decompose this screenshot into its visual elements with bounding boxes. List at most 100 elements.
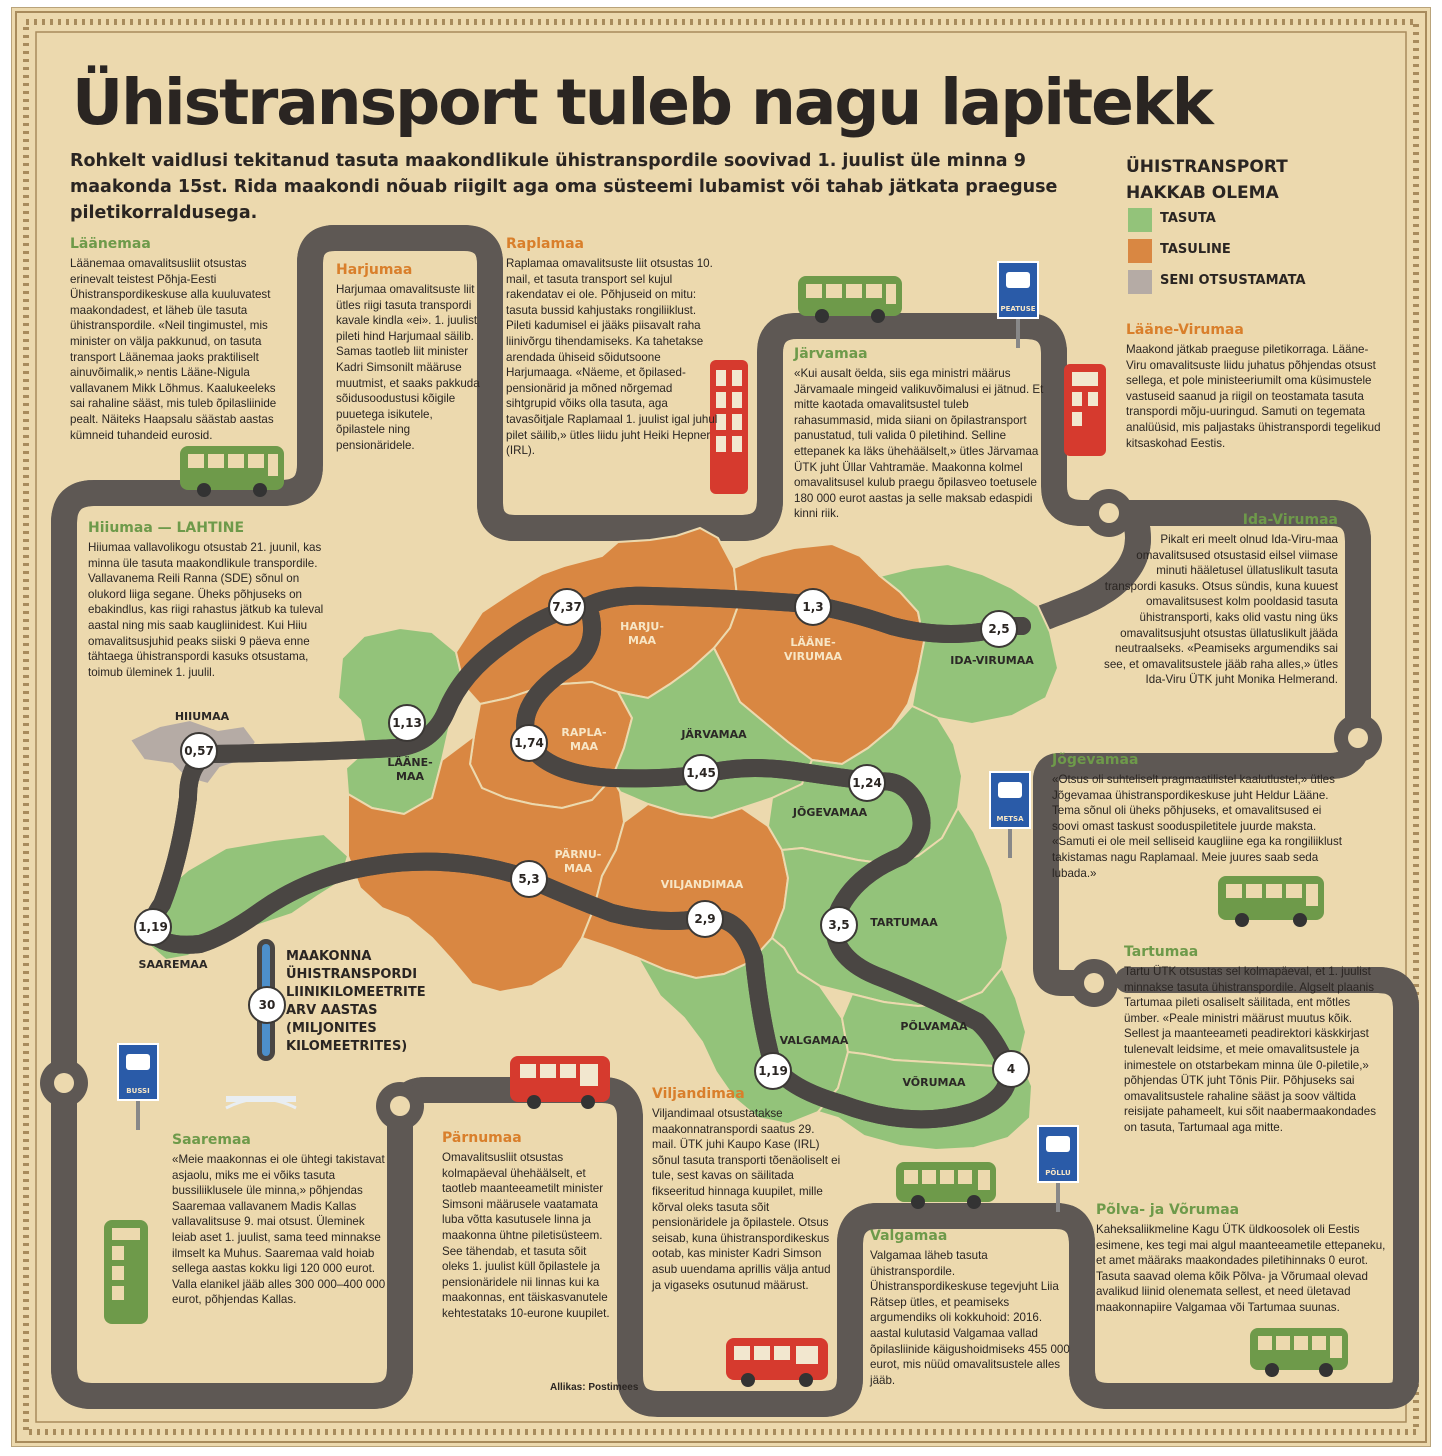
block-heading: Raplamaa <box>506 236 584 252</box>
text-block-laane-virumaa: Lääne-Virumaa Maakond jätkab praeguse pi… <box>1126 322 1384 451</box>
text-block-laanemaa: Läänemaa Läänemaa omavalitsusliit otsust… <box>70 236 292 443</box>
poster: PEATUSE METSA BUSSI PÕLLU Ühistransport … <box>12 8 1430 1446</box>
value-node-hiiumaa: 0,57 <box>180 732 218 770</box>
sign-label-peatuse: PEATUSE <box>1000 305 1036 313</box>
red-bus-icon-2 <box>1064 364 1106 456</box>
block-body: Omavalitsusliit otsustas kolmapäeval ühe… <box>442 1151 610 1320</box>
vorumaa-shape <box>816 1050 1034 1152</box>
block-heading: Hiiumaa — LAHTINE <box>88 520 245 536</box>
value-node-harjumaa: 7,37 <box>548 588 586 626</box>
value-node-jarvamaa: 1,45 <box>682 754 720 792</box>
green-bus-icon-3 <box>1218 876 1324 927</box>
block-heading: Tartumaa <box>1124 944 1199 960</box>
block-heading: Saaremaa <box>172 1132 251 1148</box>
legend-swatch <box>1128 208 1152 232</box>
block-body: Kaheksaliikmeline Kagu ÜTK üldkoosolek o… <box>1096 1223 1386 1314</box>
block-body: «Otsus oli suhteliselt pragmaatilistel k… <box>1052 773 1342 880</box>
legend-swatch <box>1128 270 1152 294</box>
legend-swatch <box>1128 239 1152 263</box>
text-block-parnumaa: Pärnumaa Omavalitsusliit otsustas kolmap… <box>442 1130 614 1322</box>
county-label-vorumaa: VÕRUMAA <box>902 1076 966 1089</box>
bus-stop-sign-peatuse <box>997 261 1039 348</box>
green-bus-icon-5 <box>1250 1328 1348 1377</box>
legend-title: ÜHISTRANSPORT HAKKAB OLEMA <box>1126 157 1288 203</box>
text-block-jogevamaa: Jõgevamaa «Otsus oli suhteliselt pragmaa… <box>1052 752 1344 881</box>
value-node-laanemaa: 1,13 <box>388 704 426 742</box>
value-node-saaremaa: 1,19 <box>134 908 172 946</box>
sign-label-metsa: METSA <box>996 815 1024 823</box>
text-block-hiiumaa: Hiiumaa — LAHTINE Hiiumaa vallavolikogu … <box>88 520 330 680</box>
block-body: Raplamaa omavalitsuste liit otsustas 10.… <box>506 257 718 458</box>
value-node-viljandimaa: 2,9 <box>686 900 724 938</box>
text-block-raplamaa: Raplamaa Raplamaa omavalitsuste liit ots… <box>506 236 718 459</box>
block-heading: Pärnumaa <box>442 1130 522 1146</box>
block-heading: Jõgevamaa <box>1052 752 1139 768</box>
red-doubledecker-icon-1 <box>710 360 748 494</box>
block-body: «Kui ausalt öelda, siis ega ministri mää… <box>794 367 1044 521</box>
value-node-tartumaa: 3,5 <box>820 906 858 944</box>
county-label-tartumaa: TARTUMAA <box>870 916 938 929</box>
text-block-viljandimaa: Viljandimaa Viljandimaal otsustatakse ma… <box>652 1086 842 1293</box>
county-label-hiiumaa: HIIUMAA <box>174 710 230 723</box>
green-bus-icon-2 <box>798 276 902 323</box>
page-title: Ühistransport tuleb nagu lapitekk <box>72 66 1214 139</box>
legend-label: SENI OTSUSTAMATA <box>1160 273 1306 288</box>
legend-label: TASULINE <box>1160 242 1231 257</box>
block-heading: Valgamaa <box>870 1228 948 1244</box>
value-node-polvamaa: 4 <box>992 1050 1030 1088</box>
legend-label: TASUTA <box>1160 211 1216 226</box>
block-heading: Viljandimaa <box>652 1086 745 1102</box>
county-label-ida-virumaa: IDA-VIRUMAA <box>950 654 1034 667</box>
block-heading: Läänemaa <box>70 236 151 252</box>
decorative-frame <box>15 11 1427 1443</box>
text-block-polva-voru: Põlva- ja Võrumaa Kaheksaliikmeline Kagu… <box>1096 1202 1388 1316</box>
block-body: Läänemaa omavalitsusliit otsustas erinev… <box>70 257 277 442</box>
block-heading: Järvamaa <box>794 346 868 362</box>
text-block-jarvamaa: Järvamaa «Kui ausalt öelda, siis ega min… <box>794 346 1044 522</box>
county-label-saaremaa: SAAREMAA <box>138 958 208 971</box>
bus-stop-sign-metsa <box>989 771 1031 858</box>
value-node-laane-virumaa: 1,3 <box>794 588 832 626</box>
sign-label-bussi: BUSSI <box>126 1087 150 1095</box>
scale-node: 30 <box>248 986 286 1024</box>
red-bus-icon-3 <box>510 1056 610 1109</box>
block-heading: Ida-Virumaa <box>1242 512 1338 528</box>
block-body: Maakond jätkab praeguse piletikorraga. L… <box>1126 343 1381 450</box>
green-bus-icon-4 <box>896 1162 996 1209</box>
value-node-parnumaa: 5,3 <box>510 860 548 898</box>
county-label-viljandimaa: VILJANDIMAA <box>660 878 744 891</box>
county-label-raplamaa: RAPLA-MAA <box>561 726 607 753</box>
block-body: Tartu ÜTK otsustas sel kolmapäeval, et 1… <box>1124 965 1376 1134</box>
county-label-harjumaa: HARJU-MAA <box>620 620 664 647</box>
block-heading: Harjumaa <box>336 262 413 278</box>
block-body: Harjumaa omavalitsuste liit ütles riigi … <box>336 283 480 452</box>
block-body: Viljandimaal otsustatakse maakonnatransp… <box>652 1107 841 1292</box>
sign-label-pollu: PÕLLU <box>1045 1169 1071 1177</box>
block-body: Pikalt eri meelt olnud Ida-Viru-maa omav… <box>1104 533 1338 687</box>
text-block-tartumaa: Tartumaa Tartu ÜTK otsustas sel kolmapäe… <box>1124 944 1386 1136</box>
green-bus-vertical-icon <box>104 1220 148 1324</box>
text-block-valgamaa: Valgamaa Valgamaa läheb tasuta ühistrans… <box>870 1228 1070 1388</box>
value-node-ida-virumaa: 2,5 <box>980 610 1018 648</box>
county-label-valgamaa: VALGAMAA <box>779 1034 849 1047</box>
bus-stop-sign-bussi <box>117 1043 159 1130</box>
county-label-polvamaa: PÕLVAMAA <box>900 1020 968 1033</box>
bridge-icon <box>225 1096 297 1110</box>
county-label-laanemaa: LÄÄNE-MAA <box>387 756 433 783</box>
text-block-ida-virumaa: Ida-Virumaa Pikalt eri meelt olnud Ida-V… <box>1104 512 1338 688</box>
road-network <box>40 225 1419 1417</box>
scale-label: MAAKONNA ÜHISTRANSPORDI LIINIKILOMEETRIT… <box>286 949 426 1054</box>
saaremaa-shape <box>142 832 350 962</box>
county-label-parnumaa: PÄRNU-MAA <box>554 848 602 875</box>
county-label-jarvamaa: JÄRVAMAA <box>681 728 747 741</box>
block-body: Valgamaa läheb tasuta ühistranspordile. … <box>870 1249 1070 1387</box>
value-node-raplamaa: 1,74 <box>510 724 548 762</box>
block-heading: Lääne-Virumaa <box>1126 322 1244 338</box>
red-van-icon <box>726 1338 828 1387</box>
value-node-valgamaa: 1,19 <box>754 1052 792 1090</box>
lead-paragraph: Rohkelt vaidlusi tekitanud tasuta maakon… <box>70 151 1058 223</box>
value-node-jogevamaa: 1,24 <box>848 764 886 802</box>
source-credit: Allikas: Postimees <box>550 1382 639 1393</box>
bus-stop-sign-pollu <box>1037 1125 1079 1212</box>
text-block-harjumaa: Harjumaa Harjumaa omavalitsuste liit ütl… <box>336 262 484 454</box>
